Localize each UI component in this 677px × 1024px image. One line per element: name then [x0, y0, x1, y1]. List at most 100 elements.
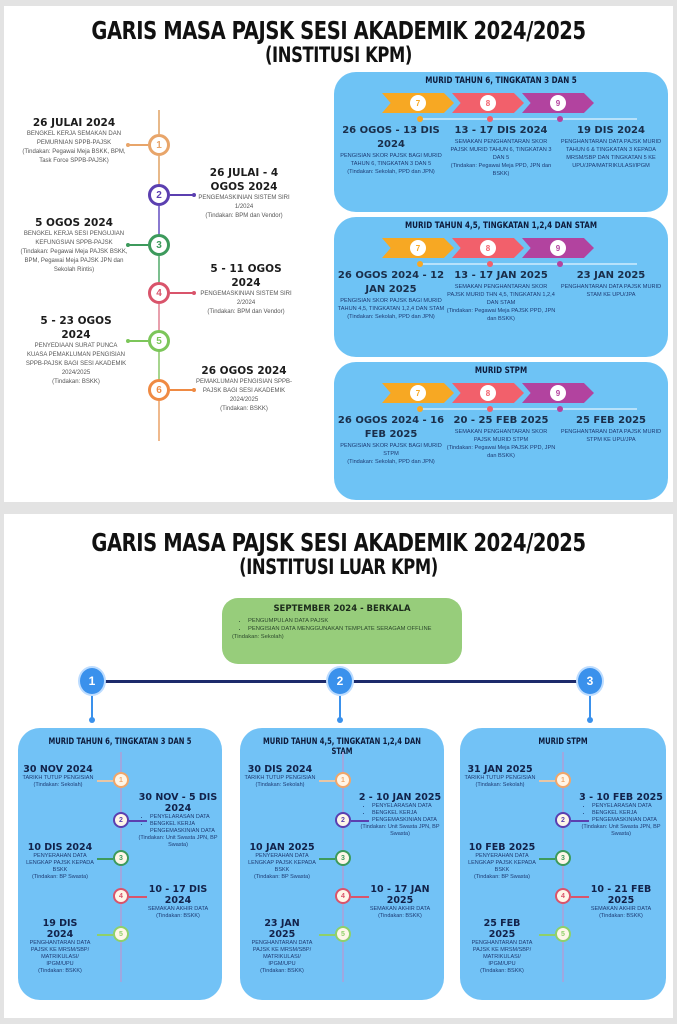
event-bullet: PENYELARASAN DATA [592, 803, 664, 810]
event-action: (Tindakan: Unit Swasta JPN, BP Swasta) [581, 824, 661, 837]
event-date: 23 JAN 2025 [264, 918, 300, 940]
step-number: 7 [410, 240, 426, 256]
event-desc: BENGKEL KERJA SEMAKAN DAN PEMURNIAN SPPB… [26, 131, 122, 146]
panel-tahun45-tingkatan124-stam: MURID TAHUN 4,5, TINGKATAN 1,2,4 DAN STA… [334, 217, 668, 357]
event-desc: SEMAKAN AKHIR DATA [369, 906, 431, 912]
timeline-event-2: 26 JULAI - 4 OGOS 2024 PENGEMASKINIAN SI… [194, 166, 294, 221]
chevron-step-8: 8 [452, 383, 524, 403]
step-date: 20 - 25 FEB 2025 [453, 415, 549, 426]
chevron-step-9: 9 [522, 383, 594, 403]
connector [126, 242, 148, 246]
connector [351, 896, 369, 898]
panel-b-tahun45-tingkatan124-stam: MURID TAHUN 4,5, TINGKATAN 1,2,4 DAN STA… [240, 728, 444, 1000]
event-date: 30 NOV - 5 DIS 2024 [138, 792, 218, 814]
event-4: 10 - 17 DIS 2024 SEMAKAN AKHIR DATA (Tin… [138, 884, 218, 920]
node-5: 5 [335, 926, 351, 942]
step-date: 13 - 17 DIS 2024 [454, 125, 548, 136]
panel-title: MURID TAHUN 4,5, TINGKATAN 1,2,4 DAN STA… [405, 221, 597, 231]
timeline-node-6: 6 [148, 379, 170, 401]
event-5: 19 DIS 2024 PENGHANTARAN DATA PAJSK KE M… [28, 918, 92, 975]
event-action: (Tindakan: Unit Swasta JPN, BP Swasta) [360, 824, 440, 837]
step-7: 26 OGOS 2024 - 16 FEB 2025 PENGISIAN SKO… [336, 414, 446, 466]
timeline-line [158, 304, 160, 334]
event-bullet: BENGKEL KERJA PENGEMASKINIAN DATA [372, 810, 442, 824]
branch-drop [337, 696, 343, 723]
timeline-line [158, 401, 160, 441]
timeline-line [120, 752, 122, 982]
event-date: 3 - 10 FEB 2025 [579, 792, 663, 803]
connector [126, 142, 148, 146]
node-4: 4 [113, 888, 129, 904]
timeline-line [158, 206, 160, 236]
node-1: 1 [555, 772, 571, 788]
track-line [417, 263, 637, 265]
node-2: 2 [555, 812, 571, 828]
event-date: 5 OGOS 2024 [35, 217, 113, 229]
node-5: 5 [113, 926, 129, 942]
event-3: 10 FEB 2025 PENYERAHAN DATA LENGKAP PAJS… [464, 842, 540, 881]
connector [351, 820, 369, 822]
timeline-node-1: 1 [148, 134, 170, 156]
timeline-event-1: 26 JULAI 2024 BENGKEL KERJA SEMAKAN DAN … [18, 116, 130, 166]
event-action: (Tindakan: BSKK) [260, 968, 304, 974]
event-2: 3 - 10 FEB 2025 PENYELARASAN DATABENGKEL… [578, 792, 664, 838]
connector [97, 780, 113, 782]
track-dot [487, 261, 493, 267]
track-dot [487, 116, 493, 122]
track-dot [417, 406, 423, 412]
node-4: 4 [555, 888, 571, 904]
event-action: (Tindakan: BSKK) [378, 913, 422, 919]
timeline-node-3: 3 [148, 234, 170, 256]
event-desc: TARIKH TUTUP PENGISIAN [22, 775, 94, 781]
node-1: 1 [113, 772, 129, 788]
step-9: 25 FEB 2025 PENGHANTARAN DATA PAJSK MURI… [556, 414, 666, 444]
panel-title: MURID TAHUN 6, TINGKATAN 3 DAN 5 [425, 76, 577, 86]
step-desc: PENGISIAN SKOR PAJSK BAGI MURID STPM [340, 443, 442, 457]
intro-bullets: PENGUMPULAN DATA PAJSK PENGISIAN DATA ME… [236, 617, 448, 633]
connector [170, 290, 196, 294]
timeline-event-3: 5 OGOS 2024 BENGKEL KERJA SESI PENGUJIAN… [18, 216, 130, 275]
event-2: 30 NOV - 5 DIS 2024 PENYELARASAN DATABEN… [136, 792, 220, 849]
event-3: 10 DIS 2024 PENYERAHAN DATA LENGKAP PAJS… [22, 842, 98, 881]
step-date: 19 DIS 2024 [577, 125, 645, 136]
timeline-event-5: 5 - 23 OGOS 2024 PENYEDIAAN SURAT PUNCA … [24, 314, 128, 387]
event-action: (Tindakan: Unit Swasta JPN, BP Swasta) [138, 835, 218, 848]
timeline-line [158, 156, 160, 186]
event-5: 25 FEB 2025 PENGHANTARAN DATA PAJSK KE M… [470, 918, 534, 975]
step-date: 23 JAN 2025 [576, 270, 646, 281]
panel-title: MURID STPM [474, 366, 528, 376]
connector [129, 820, 147, 822]
step-action: (Tindakan: Pegawai Meja PAJSK PPD, JPN d… [446, 308, 556, 322]
timeline-page-kpm: GARIS MASA PAJSK SESI AKADEMIK 2024/2025… [4, 6, 673, 502]
event-date: 10 FEB 2025 [468, 842, 536, 853]
event-desc: PENGEMASKINIAN SISTEM SIRI 1/2024 [198, 195, 290, 210]
step-8: 20 - 25 FEB 2025 SEMAKAN PENGHANTARAN SK… [446, 414, 556, 460]
branch-node-3: 3 [576, 666, 604, 696]
event-date: 5 - 11 OGOS 2024 [210, 263, 282, 289]
chevron-step-7: 7 [382, 93, 454, 113]
chevron-step-9: 9 [522, 238, 594, 258]
event-date: 30 NOV 2024 [23, 764, 93, 775]
step-desc: PENGHANTARAN DATA PAJSK MURID STPM KE UP… [560, 429, 662, 443]
event-action: (Tindakan: BPM dan Vendor) [207, 309, 285, 315]
event-action: (Tindakan: Sekolah) [33, 782, 83, 788]
step-date: 25 FEB 2025 [576, 415, 646, 426]
timeline-page-luar-kpm: GARIS MASA PAJSK SESI AKADEMIK 2024/2025… [4, 514, 673, 1018]
event-action: (Tindakan: Sekolah) [475, 782, 525, 788]
intro-bullet: PENGISIAN DATA MENGGUNAKAN TEMPLATE SERA… [248, 625, 448, 633]
track-dot [557, 116, 563, 122]
step-9: 19 DIS 2024 PENGHANTARAN DATA PAJSK MURI… [556, 124, 666, 170]
timeline-event-6: 26 OGOS 2024 PEMAKLUMAN PENGISIAN SPPB-P… [194, 364, 294, 414]
panel-title: MURID TAHUN 4,5, TINGKATAN 1,2,4 DAN STA… [263, 737, 421, 757]
step-9: 23 JAN 2025 PENGHANTARAN DATA PAJSK MURI… [556, 269, 666, 299]
event-action: (Tindakan: BP Swasta) [254, 874, 310, 880]
event-action: (Tindakan: BSKK) [38, 968, 82, 974]
connector [571, 896, 589, 898]
chevron-step-9: 9 [522, 93, 594, 113]
step-8: 13 - 17 JAN 2025 SEMAKAN PENGHANTARAN SK… [446, 269, 556, 323]
node-1: 1 [335, 772, 351, 788]
event-action: (Tindakan: Sekolah) [255, 782, 305, 788]
event-desc: PENYEDIAAN SURAT PUNCA KUASA PEMAKLUMAN … [25, 343, 127, 376]
timeline-line [562, 752, 564, 982]
event-date: 26 JULAI - 4 OGOS 2024 [209, 167, 279, 193]
